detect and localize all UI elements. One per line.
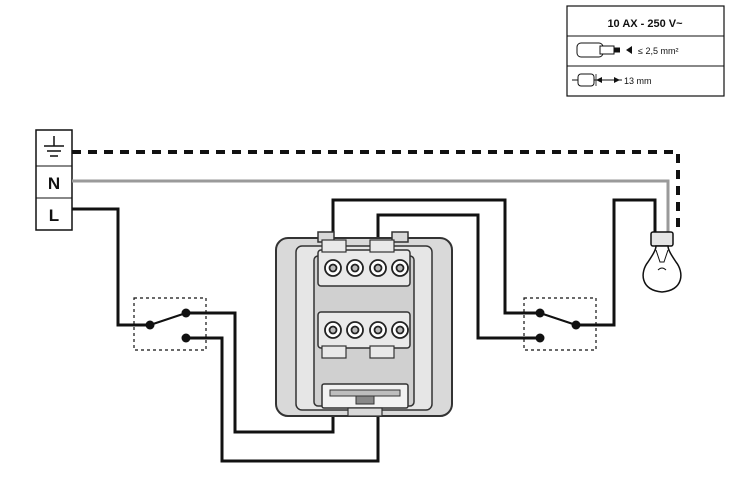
right-two-way-switch (523, 297, 597, 351)
spec-rating: 10 AX - 250 V~ (607, 18, 683, 30)
upper-terminal-screws (324, 259, 409, 277)
lamp-icon (642, 231, 682, 293)
neutral-wire (72, 179, 670, 238)
neutral-label: N (48, 174, 60, 193)
spec-table: 10 AX - 250 V~ ≤ 2,5 mm² 13 mm (566, 5, 725, 97)
device-to-left-upper (331, 198, 540, 315)
line-wire (72, 207, 150, 327)
earth-wire (72, 150, 680, 230)
device-to-left-lower (376, 213, 540, 340)
intermediate-switch-device (275, 231, 453, 417)
lower-terminal-screws (324, 321, 409, 339)
left-two-way-switch (133, 297, 207, 351)
line-label: L (49, 206, 59, 225)
earth-icon (44, 136, 64, 157)
spec-wire-section: ≤ 2,5 mm² (638, 46, 678, 56)
traveller-1-lower (186, 330, 380, 463)
strip-length-icon (572, 73, 622, 87)
cable-section-icon (576, 42, 632, 58)
spec-strip-length: 13 mm (624, 76, 652, 86)
supply-terminal: N L (35, 129, 73, 231)
switch-to-lamp (576, 198, 657, 327)
